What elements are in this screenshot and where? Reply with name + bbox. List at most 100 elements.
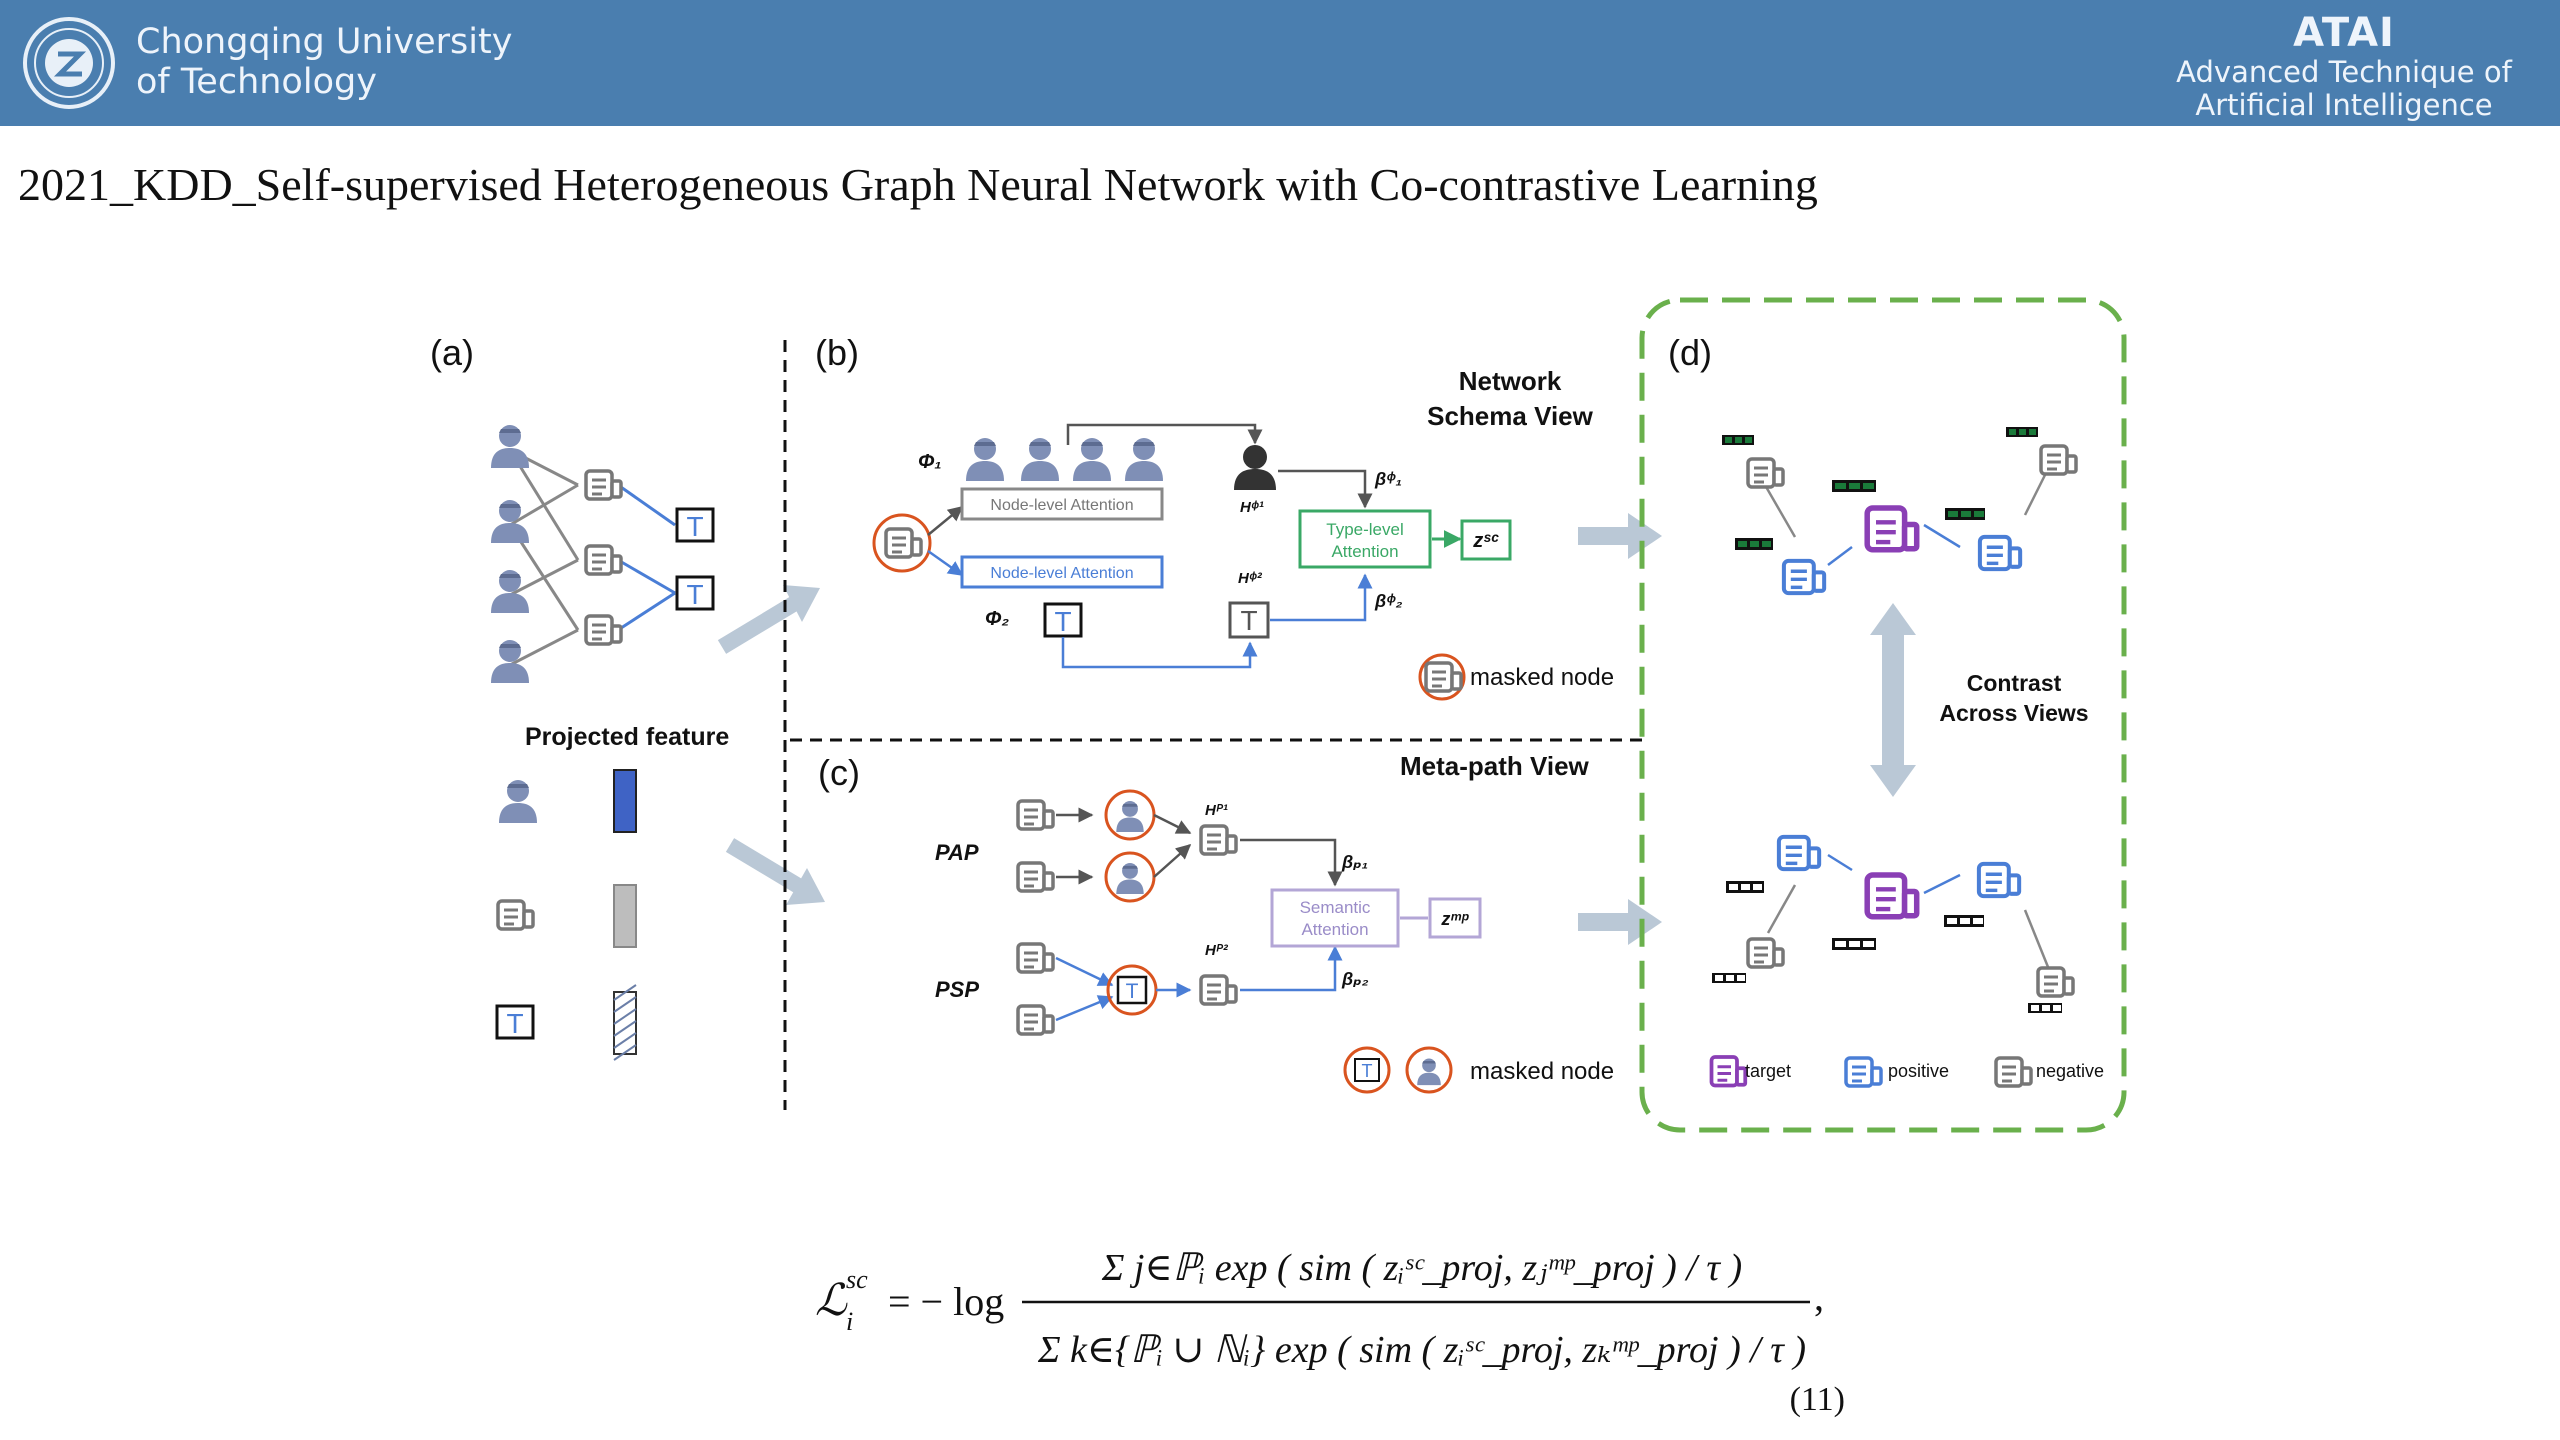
type-level-attention: Type-level Attention xyxy=(1298,509,1432,569)
masked-node-label: masked node xyxy=(1470,664,1614,691)
lab-subtitle-line2: Artificial Intelligence xyxy=(2195,88,2493,122)
paper-icon xyxy=(1016,799,1055,831)
z-sc-label: zˢᶜ xyxy=(1472,530,1499,552)
university-name: Chongqing University of Technology xyxy=(136,22,512,102)
node-level-attention-author: Node-level Attention xyxy=(960,487,1164,521)
author-feature-bar xyxy=(613,769,637,833)
paper-icon xyxy=(1016,1004,1055,1036)
lab-logo: ATAI Advanced Technique of Artificial In… xyxy=(2164,10,2524,122)
masked-node-label: masked node xyxy=(1470,1058,1614,1085)
legend-target-label: target xyxy=(1745,1061,1791,1081)
target-paper-icon xyxy=(1867,508,1917,550)
formula-minus-log: = − log xyxy=(888,1279,1004,1324)
paper-icon xyxy=(584,544,623,576)
aggregated-paper-node xyxy=(1199,974,1238,1006)
target-paper-icon xyxy=(1867,875,1917,917)
loss-formula: ℒ sc i = − log Σ j∈ℙᵢ exp ( sim ( zᵢˢᶜ_p… xyxy=(815,1247,1845,1418)
paper-icon xyxy=(1424,661,1463,693)
paper-icon xyxy=(584,469,623,501)
embedding-black-bars xyxy=(1712,881,2062,1013)
phi1-label: Φ₁ xyxy=(918,451,942,473)
aggregated-paper-node xyxy=(1199,824,1238,856)
embedding-green-bars xyxy=(1722,427,2038,550)
beta-phi2-label: βᶲ₂ xyxy=(1374,591,1403,611)
network-schema-title-line2: Schema View xyxy=(1427,401,1594,431)
header-bar: Chongqing University of Technology ATAI … xyxy=(0,0,2560,126)
semantic-attention-line1: Semantic xyxy=(1300,898,1371,917)
masked-author-node xyxy=(1104,789,1156,841)
positive-paper-icon xyxy=(1979,864,2019,896)
projected-feature-label: Projected feature xyxy=(525,723,729,751)
psp-label: PSP xyxy=(935,977,979,1002)
author-icon xyxy=(491,425,529,468)
arrow-to-network-schema xyxy=(717,596,800,654)
negative-paper-icon xyxy=(2036,966,2075,998)
author-icon xyxy=(1125,438,1163,481)
slide-title: 2021_KDD_Self-supervised Heterogeneous G… xyxy=(18,159,1818,210)
formula-lhs-sub: i xyxy=(846,1307,853,1336)
author-icon xyxy=(491,640,529,683)
h-phi1-label: Hᶲ¹ xyxy=(1240,499,1264,516)
semantic-attention: Semantic Attention xyxy=(1270,888,1400,948)
h-phi2-label: Hᶲ² xyxy=(1238,570,1263,587)
paper-icon xyxy=(1016,861,1055,893)
phi2-label: Φ₂ xyxy=(985,608,1009,630)
negative-paper-icon xyxy=(1746,937,1785,969)
arrow-into-contrast-bottom xyxy=(1578,899,1662,945)
z-sc-output: zˢᶜ xyxy=(1460,519,1512,561)
paper-icon xyxy=(584,614,623,646)
paper-icon xyxy=(496,899,535,931)
subject-glyph: T xyxy=(506,1008,523,1039)
label-d: (d) xyxy=(1668,332,1712,373)
formula-denominator: Σ k∈{ℙᵢ ∪ ℕᵢ} exp ( sim ( zᵢˢᶜ_proj, zₖᵐ… xyxy=(1037,1329,1806,1371)
formula-lhs-sup: sc xyxy=(846,1265,868,1294)
subject-glyph: T xyxy=(1054,606,1071,637)
subject-icon: T xyxy=(495,1004,535,1040)
h-p2-label: Hᴾ² xyxy=(1205,942,1229,959)
type-level-attention-line2: Attention xyxy=(1331,542,1398,561)
author-icon xyxy=(1021,438,1059,481)
arrow-into-contrast-top xyxy=(1578,513,1662,559)
masked-node-legend-c: T masked node xyxy=(1343,1046,1614,1094)
university-name-line2: of Technology xyxy=(136,62,377,102)
contrast-across-views-line1: Contrast xyxy=(1967,670,2062,696)
lab-subtitle-line1: Advanced Technique of xyxy=(2176,55,2512,89)
network-schema-title-line1: Network xyxy=(1459,366,1562,396)
subject-icon: T xyxy=(1043,602,1083,638)
positive-paper-icon xyxy=(1980,537,2020,569)
author-icon xyxy=(491,500,529,543)
label-a: (a) xyxy=(430,332,474,373)
positive-paper-icon xyxy=(1784,561,1824,593)
panel-a-graph: T T xyxy=(491,425,715,683)
negative-paper-icon xyxy=(1994,1056,2033,1088)
label-c: (c) xyxy=(818,752,860,793)
node-level-attention-label: Node-level Attention xyxy=(990,565,1133,582)
lab-title: ATAI xyxy=(2293,10,2395,56)
label-b: (b) xyxy=(815,332,859,373)
node-level-attention-subject: Node-level Attention xyxy=(960,555,1164,589)
author-icon xyxy=(1073,438,1111,481)
arrow-to-meta-path xyxy=(725,838,805,894)
z-mp-output: zᵐᵖ xyxy=(1428,897,1482,939)
formula-lhs: ℒ xyxy=(815,1276,848,1325)
formula-comma: , xyxy=(1814,1274,1824,1319)
paper-feature-bar xyxy=(613,884,637,948)
aggregated-author-node xyxy=(1234,445,1276,490)
formula-numerator: Σ j∈ℙᵢ exp ( sim ( zᵢˢᶜ_proj, zⱼᵐᵖ_proj … xyxy=(1101,1247,1742,1289)
node-level-attention-label: Node-level Attention xyxy=(990,497,1133,514)
positive-paper-icon xyxy=(1779,837,1819,869)
aggregated-subject-glyph: T xyxy=(1240,605,1257,636)
masked-subject-node: T xyxy=(1106,964,1158,1016)
positive-paper-icon xyxy=(1844,1056,1883,1088)
subject-glyph: T xyxy=(686,511,703,542)
subject-glyph: T xyxy=(686,579,703,610)
masked-target-paper xyxy=(872,513,932,573)
formula-equation-number: (11) xyxy=(1790,1381,1845,1418)
paper-icon xyxy=(1016,942,1055,974)
author-icon xyxy=(499,780,537,823)
type-level-attention-line1: Type-level xyxy=(1326,520,1403,539)
university-name-line1: Chongqing University xyxy=(136,22,513,62)
meta-path-view-title: Meta-path View xyxy=(1400,751,1590,781)
negative-paper-icon xyxy=(1746,457,1785,489)
paper-icon xyxy=(884,527,923,559)
